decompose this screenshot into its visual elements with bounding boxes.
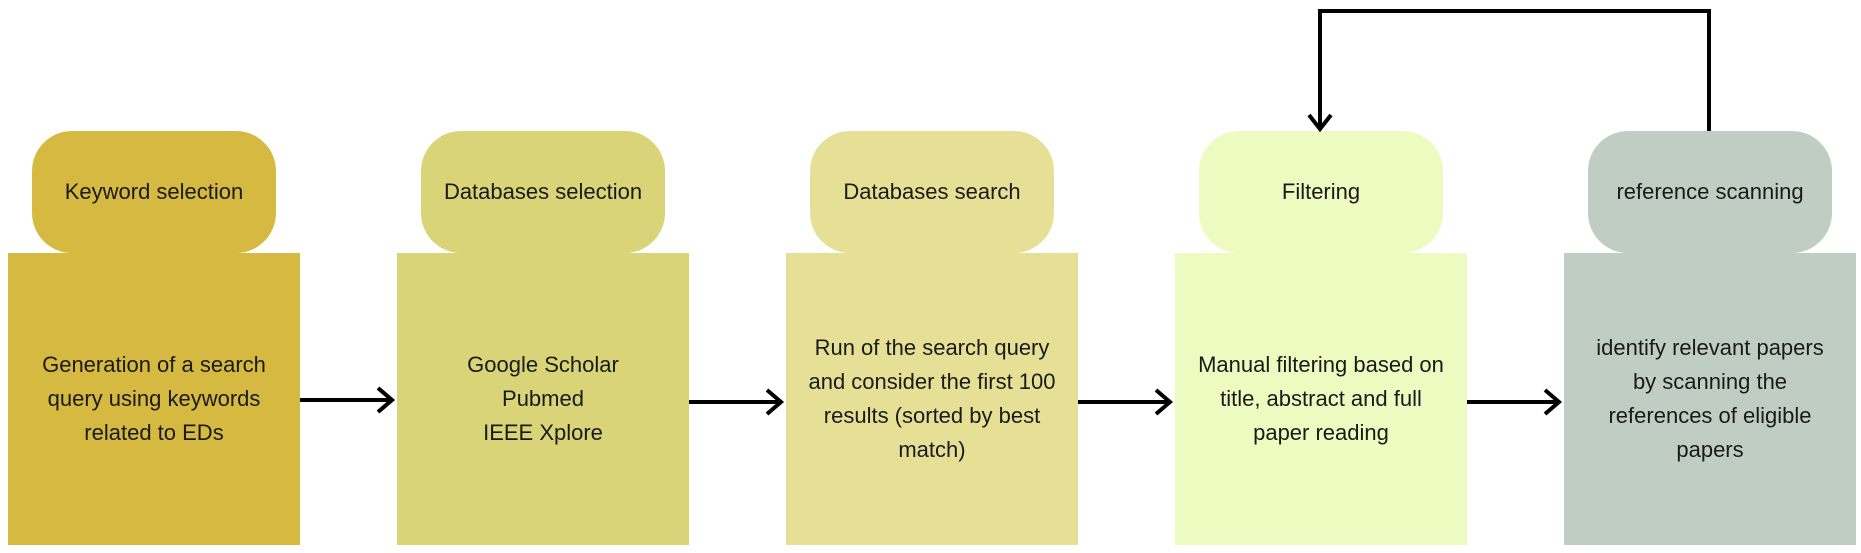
step-title-box: Keyword selection: [32, 131, 276, 253]
step-description: Manual filtering based on title, abstrac…: [1198, 352, 1444, 445]
step-title: reference scanning: [1616, 179, 1804, 204]
step-description: Run of the search query and consider the…: [808, 335, 1056, 462]
step-title: Filtering: [1281, 179, 1361, 204]
step-title-box: reference scanning: [1588, 131, 1832, 253]
step-reference-scanning: reference scanning identify relevant pap…: [1564, 0, 1856, 553]
step-filtering: Filtering Manual filtering based on titl…: [1175, 0, 1467, 553]
step-description-box: Manual filtering based on title, abstrac…: [1175, 253, 1467, 545]
step-databases-selection: Databases selection Google Scholar Pubme…: [397, 0, 689, 553]
arrow-right-icon: [1467, 388, 1563, 416]
step-description: Google Scholar Pubmed IEEE Xplore: [467, 352, 619, 445]
arrow-right-icon: [300, 386, 396, 414]
step-description-box: Google Scholar Pubmed IEEE Xplore: [397, 253, 689, 545]
step-title: Databases selection: [443, 179, 643, 204]
step-title: Keyword selection: [64, 179, 244, 204]
step-description: Generation of a search query using keywo…: [42, 352, 266, 445]
step-description-box: Generation of a search query using keywo…: [8, 253, 300, 545]
step-description-box: identify relevant papers by scanning the…: [1564, 253, 1856, 545]
step-description: identify relevant papers by scanning the…: [1596, 335, 1824, 462]
step-title-box: Databases selection: [421, 131, 665, 253]
step-title-box: Filtering: [1199, 131, 1443, 253]
arrow-right-icon: [1078, 388, 1174, 416]
arrow-right-icon: [689, 388, 785, 416]
step-description-box: Run of the search query and consider the…: [786, 253, 1078, 545]
step-title: Databases search: [843, 179, 1021, 204]
step-title-box: Databases search: [810, 131, 1054, 253]
step-databases-search: Databases search Run of the search query…: [786, 0, 1078, 553]
step-keyword-selection: Keyword selection Generation of a search…: [8, 0, 300, 553]
